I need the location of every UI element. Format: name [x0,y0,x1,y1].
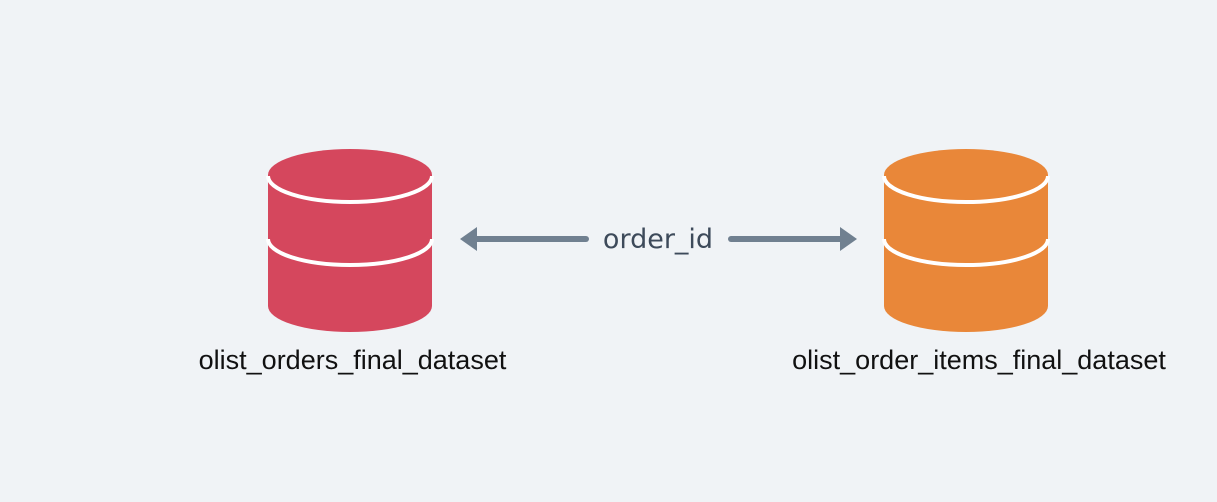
database-icon [266,149,434,332]
database-band [882,175,1050,204]
arrow-head [840,227,857,251]
database-top [884,149,1048,201]
database-band [266,175,434,204]
database-top [268,149,432,201]
database-body [268,175,432,332]
database-band [266,238,434,267]
arrow-right-icon [728,227,857,251]
relationship-key-label: order_id [602,224,714,255]
database-icon [882,149,1050,332]
order-items-dataset-label: olist_order_items_final_dataset [792,345,1166,375]
orders-dataset-label: olist_orders_final_dataset [198,345,507,375]
database-band [882,238,1050,267]
database-body [884,175,1048,332]
arrow-left-icon [460,227,589,251]
arrow-head [460,227,477,251]
